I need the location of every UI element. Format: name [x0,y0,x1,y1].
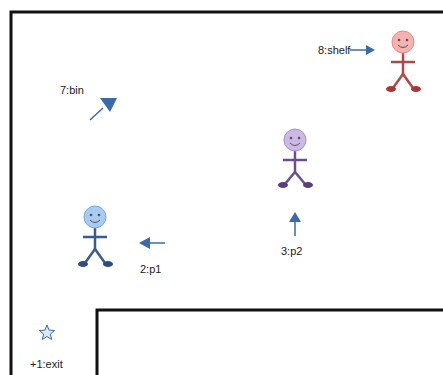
p2-label: 3:p2 [281,245,302,258]
p1-arrow [139,237,165,249]
p2-figure [278,129,313,188]
p1-figure [78,206,113,267]
exit-label: +1:exit [30,358,63,371]
p2-arrow [289,212,301,236]
p1-label: 2:p1 [140,263,161,276]
bin-marker [90,98,117,120]
exit-star [39,325,54,340]
shelf-label: 8:shelf [318,44,350,57]
shelf-figure [386,31,421,92]
inner-wall [97,310,443,375]
bin-label: 7:bin [60,84,84,97]
outer-wall [11,12,443,375]
shelf-arrow [350,45,375,55]
